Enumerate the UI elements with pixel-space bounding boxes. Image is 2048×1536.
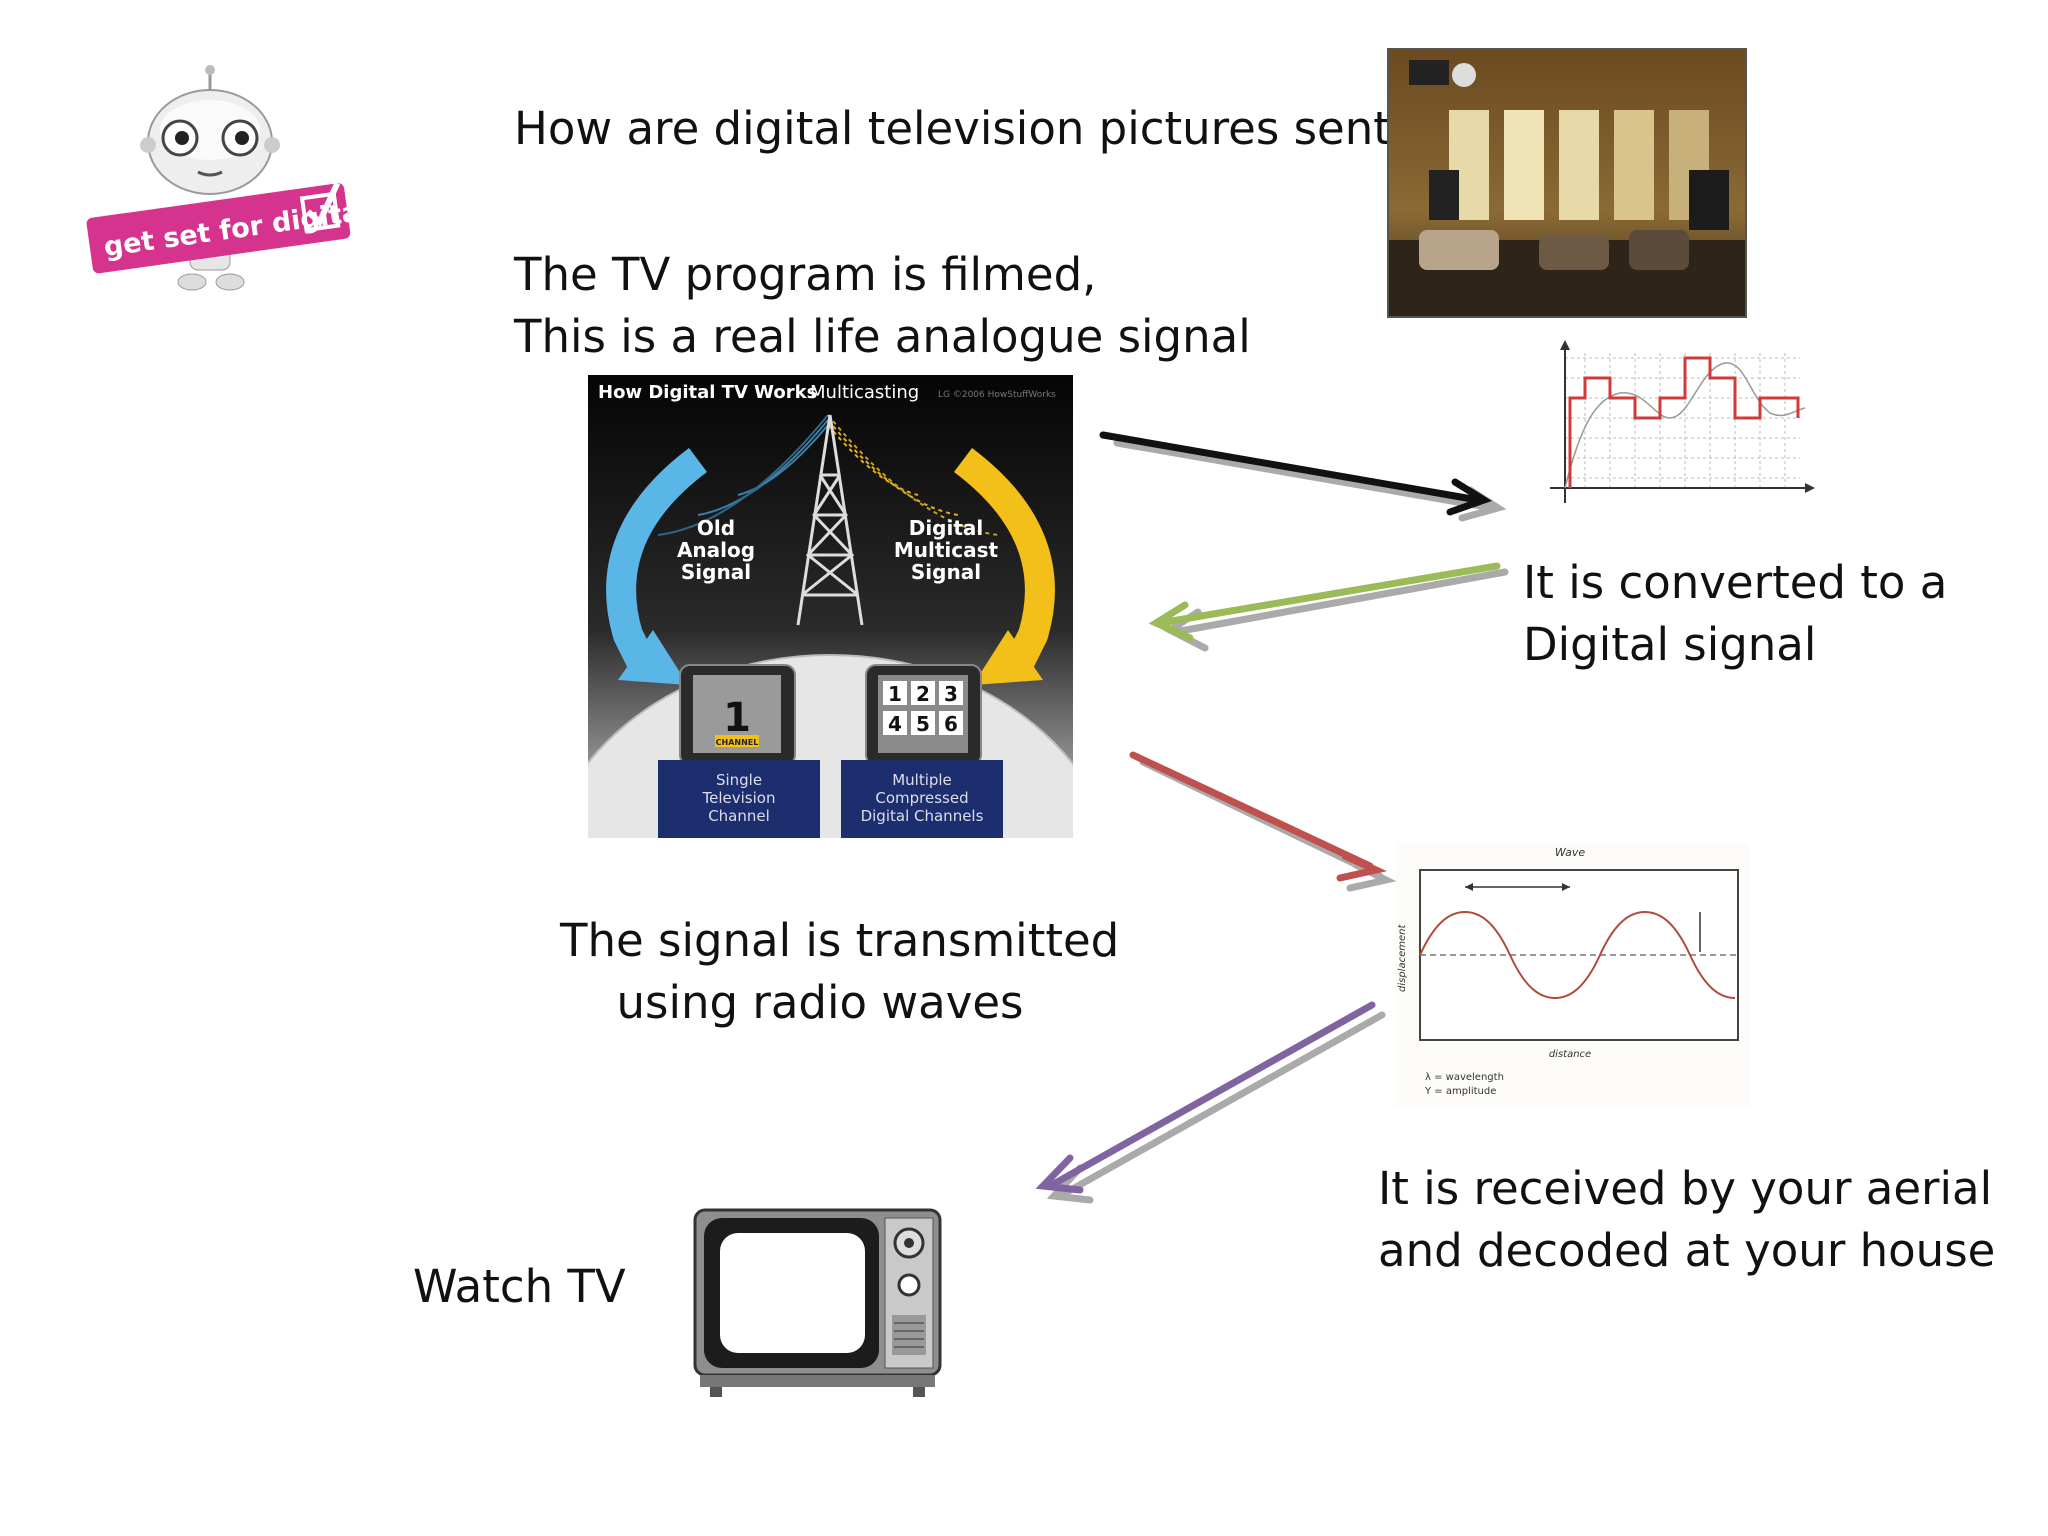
get-set-for-digital-logo: get set for digital [80, 60, 360, 310]
single-channel-number: 1 [723, 695, 751, 741]
channel-number-5: 5 [916, 712, 930, 736]
infographic-credit: LG ©2006 HowStuffWorks [938, 390, 1056, 400]
step1-line2: This is a real life analogue signal [514, 310, 1251, 363]
step1-line1: The TV program is filmed, [514, 248, 1097, 301]
channel-number-3: 3 [944, 682, 958, 706]
single-channel-caption-1: Single [716, 771, 762, 789]
arrow-back-to-transmitter [1148, 562, 1501, 642]
old-signal-line1: Old [697, 516, 735, 540]
old-signal-line3: Signal [681, 560, 751, 584]
arrow-to-watch-tv [1035, 1001, 1376, 1194]
digital-signal-line3: Signal [911, 560, 981, 584]
step4-line1: It is received by your aerial [1378, 1162, 1993, 1215]
old-signal-line2: Analog [677, 538, 755, 562]
wave-title: Wave [1555, 846, 1586, 859]
step3-text: The signal is transmitted using radio wa… [560, 910, 1120, 1034]
single-channel-badge: CHANNEL [716, 738, 759, 747]
watch-tv-label: Watch TV [413, 1260, 626, 1313]
tv-studio-photo [1387, 48, 1747, 318]
step4-text: It is received by your aerial and decode… [1378, 1158, 1995, 1282]
step4-line2: and decoded at your house [1378, 1224, 1996, 1277]
arrow-to-digitize [1099, 431, 1493, 516]
wave-xlabel: distance [1549, 1049, 1591, 1060]
digital-signal-line1: Digital [909, 516, 984, 540]
step2-line1: It is converted to a [1523, 556, 1948, 609]
channel-number-1: 1 [888, 682, 902, 706]
digitized-signal-plot [1540, 338, 1820, 510]
channel-number-6: 6 [944, 712, 958, 736]
infographic-title: How Digital TV Works [598, 382, 817, 403]
single-channel-caption-3: Channel [708, 807, 770, 825]
step1-text: The TV program is filmed, This is a real… [514, 244, 1251, 368]
channel-number-2: 2 [916, 682, 930, 706]
multiple-channels-caption-3: Digital Channels [861, 807, 984, 825]
step2-text: It is converted to a Digital signal [1523, 552, 1947, 676]
digital-tv-infographic: How Digital TV Works Multicasting LG ©20… [588, 375, 1073, 838]
channel-number-4: 4 [888, 712, 902, 736]
wave-legend-1: λ = wavelength [1425, 1072, 1504, 1083]
retro-tv-image [690, 1205, 945, 1405]
slide-heading: How are digital television pictures sent… [514, 102, 1415, 155]
infographic-subtitle: Multicasting [810, 382, 919, 403]
multiple-channels-caption-2: Compressed [875, 789, 968, 807]
arrow-to-radio-waves [1129, 751, 1388, 882]
wave-ylabel: displacement [1397, 924, 1408, 992]
single-channel-caption-2: Television [702, 789, 776, 807]
wave-legend-2: Y = amplitude [1424, 1086, 1496, 1097]
digital-signal-line2: Multicast [894, 538, 999, 562]
step3-line1: The signal is transmitted [560, 914, 1120, 967]
wave-diagram: Wave displacement distance λ = wavelengt… [1395, 842, 1750, 1107]
step3-line2: using radio waves [616, 976, 1024, 1029]
multiple-channels-caption-1: Multiple [892, 771, 952, 789]
step2-line2: Digital signal [1523, 618, 1817, 671]
